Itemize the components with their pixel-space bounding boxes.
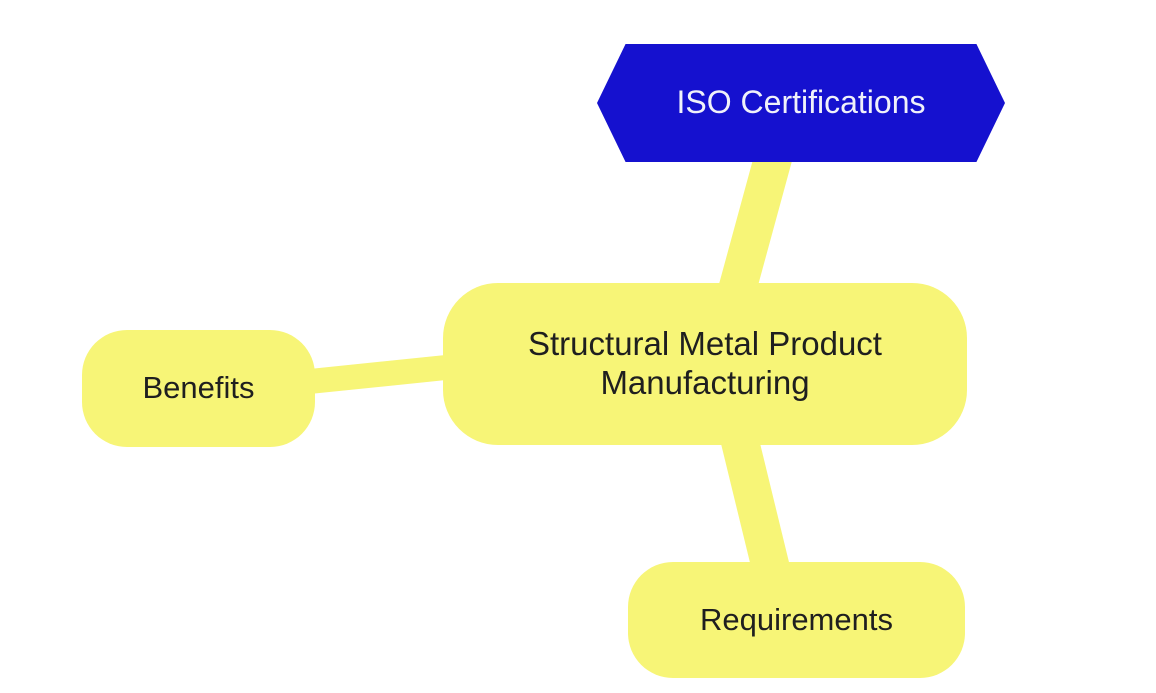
node-benefits[interactable]: Benefits: [82, 330, 315, 447]
node-structural-metal-product-manufacturing[interactable]: Structural Metal Product Manufacturing: [443, 283, 967, 445]
node-iso-certifications[interactable]: ISO Certifications: [597, 44, 1005, 162]
connector-center-to-requirements: [717, 420, 794, 590]
connector-iso-to-center: [714, 135, 797, 310]
node-iso-certifications-label: ISO Certifications: [676, 84, 926, 121]
node-benefits-label: Benefits: [142, 370, 255, 406]
node-requirements[interactable]: Requirements: [628, 562, 965, 678]
node-requirements-label: Requirements: [700, 601, 893, 637]
connector-benefits-to-center: [293, 352, 472, 396]
node-center-label: Structural Metal Product Manufacturing: [528, 325, 882, 401]
